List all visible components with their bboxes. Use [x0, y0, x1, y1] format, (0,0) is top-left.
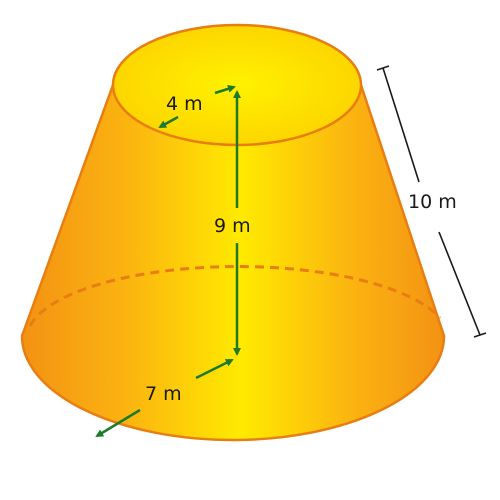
frustum-body [20, 83, 446, 442]
top-radius-arrow-lower [158, 115, 179, 129]
slant-height-label: 10 m [408, 191, 457, 213]
slant-height-line [382, 67, 420, 183]
slant-height-line-lower [438, 231, 481, 336]
bottom-radius-label: 7 m [145, 383, 182, 405]
top-radius-label: 4 m [166, 93, 203, 115]
height-label: 9 m [214, 215, 251, 237]
bottom-radius-arrow [195, 358, 234, 380]
bottom-radius-arrow-lower [95, 408, 141, 438]
slant-height-tick-bottom [473, 332, 487, 338]
top-radius-arrow [214, 84, 236, 95]
slant-height-tick-top [376, 65, 390, 71]
base-hidden-edge [28, 265, 442, 327]
